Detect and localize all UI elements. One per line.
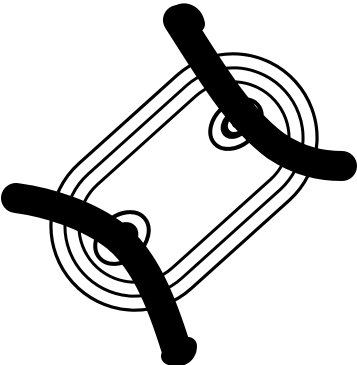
middle-frame-icon <box>36 39 332 325</box>
lower-stroke-tip-icon <box>170 346 188 358</box>
outline-frames <box>16 19 351 345</box>
inner-frame-icon <box>56 59 312 306</box>
upper-stroke-tip-icon <box>178 12 196 24</box>
lower-brush-stroke-icon <box>16 198 176 348</box>
outer-frame-icon <box>16 19 351 345</box>
